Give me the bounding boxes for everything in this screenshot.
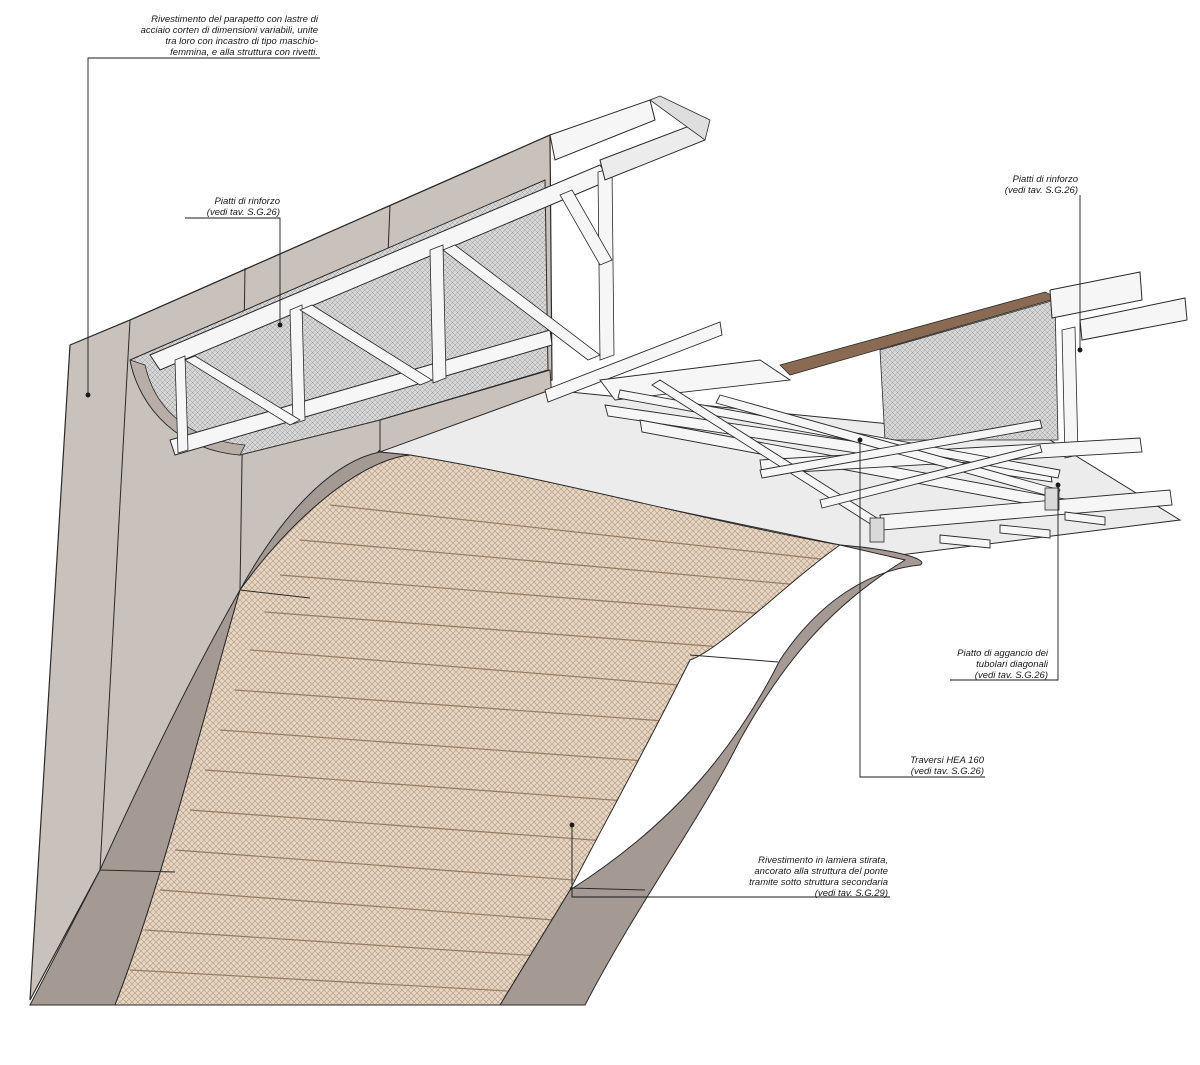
leader-reinforcement-left bbox=[185, 217, 281, 325]
callout-diagonal-tube-plate: Piatto di aggancio dei tubolari diagonal… bbox=[957, 648, 1048, 681]
leader-hea bbox=[859, 440, 985, 778]
callout-reinforcement-plates-right: Piatti di rinforzo (vedi tav. S.G.26) bbox=[1004, 174, 1078, 196]
leader-parapet-cladding bbox=[87, 57, 320, 395]
callout-hea-crossbeams: Traversi HEA 160 (vedi tav. S.G.26) bbox=[910, 755, 984, 777]
leader-lines bbox=[85, 57, 1083, 898]
deck-structure bbox=[379, 271, 1188, 556]
connection-plates bbox=[869, 487, 1060, 543]
callout-expanded-metal-cladding: Rivestimento in lamiera stirata, ancorat… bbox=[749, 855, 888, 899]
panel-joint bbox=[99, 319, 131, 871]
leader-expanded-metal bbox=[571, 825, 890, 898]
truss-opening bbox=[129, 164, 615, 456]
panel-joint bbox=[129, 134, 551, 321]
callout-parapet-cladding: Rivestimento del parapetto con lastre di… bbox=[140, 14, 318, 58]
leader-diagonal-plate bbox=[950, 485, 1059, 681]
callout-reinforcement-plates-left: Piatti di rinforzo (vedi tav. S.G.26) bbox=[206, 196, 280, 218]
diagonal-tubulars bbox=[617, 379, 1061, 526]
top-edge-beam bbox=[549, 95, 711, 181]
